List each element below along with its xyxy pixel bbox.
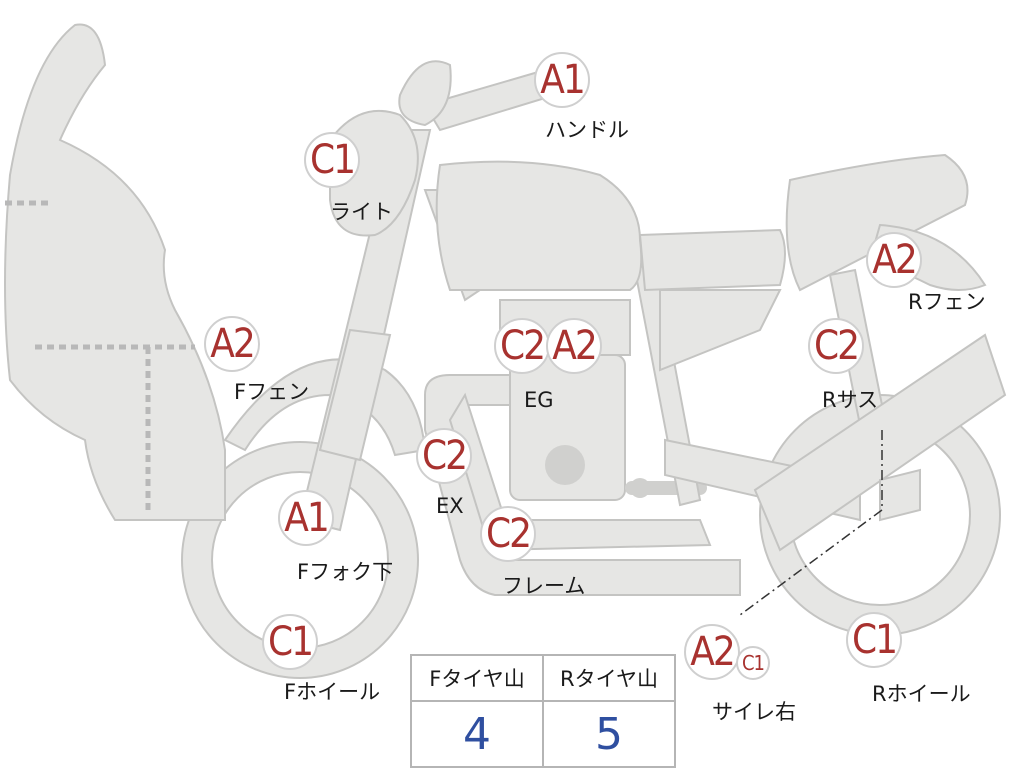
rfender-grade-badge: A2 xyxy=(866,232,922,288)
fwheel-grade-badge: C1 xyxy=(262,614,318,670)
muffler-grade-badge-2: C1 xyxy=(736,646,770,680)
rsus-label: Rサス xyxy=(822,388,879,412)
handle-grade-badge: A1 xyxy=(534,52,590,108)
engine-grade-badge-2: A2 xyxy=(546,318,602,374)
frame-label: フレーム xyxy=(502,574,586,598)
front-tire-value: 4 xyxy=(410,700,544,768)
fwheel-label: Fホイール xyxy=(284,680,381,704)
exhaust-label: EX xyxy=(436,494,464,518)
rfender-label: Rフェン xyxy=(908,290,986,314)
frame-grade-badge: C2 xyxy=(480,506,536,562)
rwheel-label: Rホイール xyxy=(872,682,971,706)
tire-tread-table: Fタイヤ山 Rタイヤ山 4 5 xyxy=(410,654,676,768)
ffork-grade-badge: A1 xyxy=(278,490,334,546)
light-label: ライト xyxy=(330,200,393,224)
engine-grade-badge-1: C2 xyxy=(494,318,550,374)
tire-table-value-row: 4 5 xyxy=(410,700,676,768)
front-tire-header: Fタイヤ山 xyxy=(410,654,544,702)
ffender-grade-badge: A2 xyxy=(204,316,260,372)
ffender-label: Fフェン xyxy=(234,380,310,404)
rear-tire-header: Rタイヤ山 xyxy=(542,654,676,702)
muffler-grade-badge-1: A2 xyxy=(684,624,740,680)
engine-label: EG xyxy=(524,388,554,412)
rear-tire-value: 5 xyxy=(542,700,676,768)
light-grade-badge: C1 xyxy=(304,132,360,188)
tire-table-header-row: Fタイヤ山 Rタイヤ山 xyxy=(410,654,676,702)
rwheel-grade-badge: C1 xyxy=(846,612,902,668)
handle-label: ハンドル xyxy=(545,118,629,142)
muffler-label: サイレ右 xyxy=(712,700,796,724)
exhaust-grade-badge: C2 xyxy=(416,428,472,484)
rsus-grade-badge: C2 xyxy=(808,318,864,374)
ffork-label: Fフォク下 xyxy=(297,560,394,584)
